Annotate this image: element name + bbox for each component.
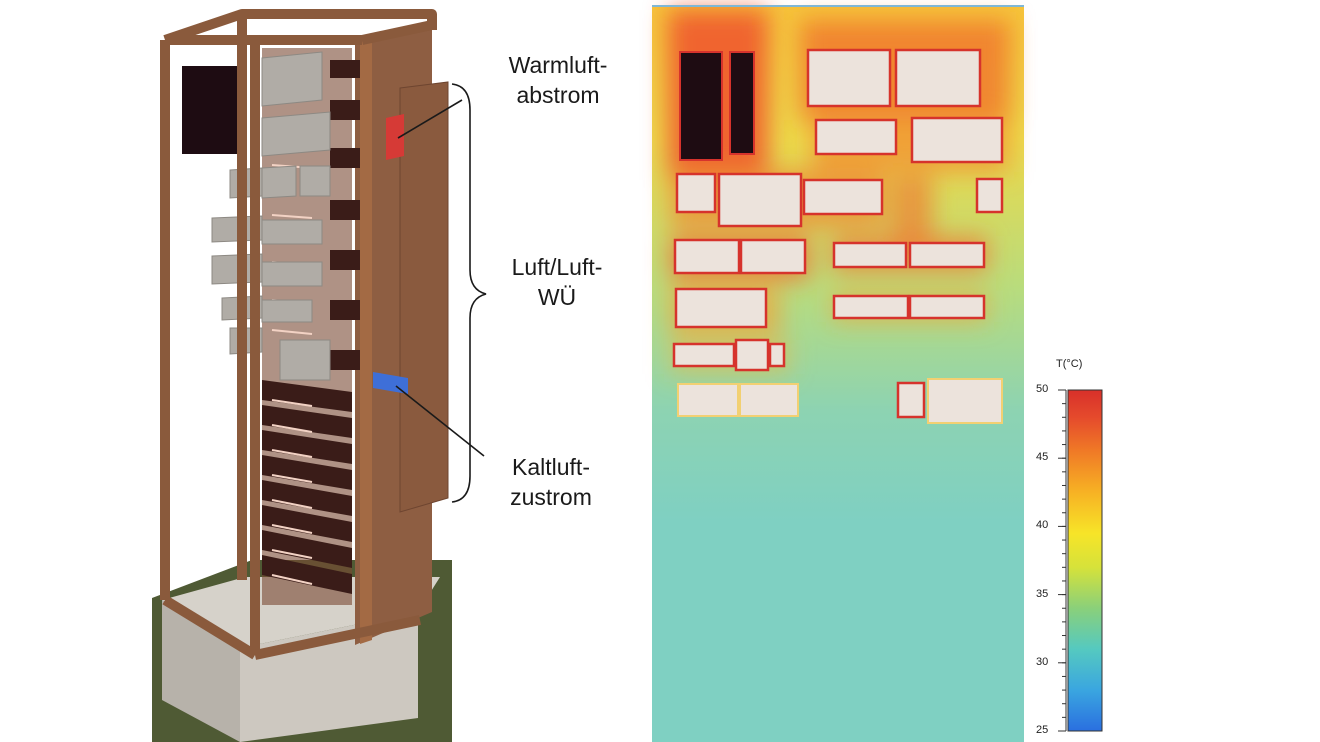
scale-tick-label: 50 <box>1036 383 1049 395</box>
cabinet-frame <box>160 9 437 660</box>
heat-exchanger-label: Luft/Luft- WÜ <box>492 252 622 312</box>
warm-air-label-line2: abstrom <box>516 82 600 108</box>
cold-air-label: Kaltluft- zustrom <box>486 452 616 512</box>
warm-air-label-line1: Warmluft- <box>508 52 608 78</box>
dark-unit-a <box>679 51 723 161</box>
cold-air-label-line2: zustrom <box>510 484 592 510</box>
temperature-field <box>652 5 1024 742</box>
temperature-scale <box>1058 389 1103 732</box>
scale-tick-label: 40 <box>1036 519 1049 532</box>
scale-tick-label: 30 <box>1036 655 1049 668</box>
dark-unit-b <box>729 51 755 155</box>
cold-air-label-line1: Kaltluft- <box>512 454 590 480</box>
warm-air-pointer <box>397 99 463 139</box>
dark-unit <box>182 66 244 154</box>
scale-tick-label: 35 <box>1036 587 1049 600</box>
heat-exchanger-unit <box>399 81 449 513</box>
scale-tick-marks <box>1058 389 1066 732</box>
din-rails <box>262 60 360 594</box>
heat-exchanger-label-line1: Luft/Luft- <box>511 254 603 280</box>
scale-title: T(°C) <box>1056 358 1083 370</box>
field-components <box>672 48 1004 424</box>
scale-tick-label: 45 <box>1036 451 1049 464</box>
warm-air-outlet <box>386 114 404 160</box>
heat-exchanger-label-line2: WÜ <box>537 284 577 310</box>
vertical-rail <box>360 40 372 644</box>
cabinet-illustration <box>152 9 452 742</box>
warm-air-label: Warmluft- abstrom <box>488 50 628 110</box>
plinth-front <box>162 600 240 742</box>
heat-exchanger-brace <box>451 83 487 503</box>
scale-gradient-bar <box>1067 389 1103 732</box>
scale-tick-label: 25 <box>1036 724 1049 736</box>
